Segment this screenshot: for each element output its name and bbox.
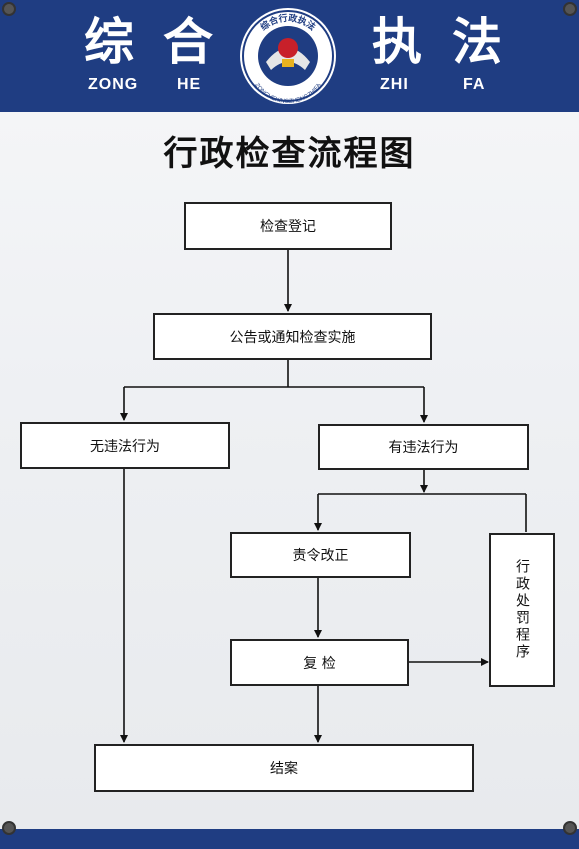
emblem-icon: 综合行政执法 ZONGHEXINGZHENGZHIFA xyxy=(240,8,336,105)
footer-band xyxy=(0,829,579,849)
node-close: 结案 xyxy=(94,744,474,792)
header-char-zong: 综 xyxy=(84,13,134,71)
header-pinyin-he: HE xyxy=(177,76,202,93)
node-close-label: 结案 xyxy=(270,761,298,777)
node-recheck-label: 复 检 xyxy=(303,655,336,672)
node-no-violation: 无违法行为 xyxy=(20,422,230,469)
screw-bottom-left xyxy=(2,821,16,835)
node-penalty: 行政处罚程序 xyxy=(489,533,555,687)
node-penalty-label: 行政处罚程序 xyxy=(514,559,530,661)
header-char-zhi: 执 xyxy=(372,13,422,71)
header-char-fa: 法 xyxy=(452,13,502,71)
header-pinyin-fa: FA xyxy=(463,76,486,93)
node-violation: 有违法行为 xyxy=(318,424,529,470)
node-recheck: 复 检 xyxy=(230,639,409,686)
node-rectify: 责令改正 xyxy=(230,532,411,578)
node-register-label: 检查登记 xyxy=(260,219,316,235)
header-pinyin-zong: ZONG xyxy=(88,76,139,93)
header-char-he: 合 xyxy=(163,13,213,71)
screw-top-left xyxy=(2,2,16,16)
screw-bottom-right xyxy=(563,821,577,835)
header-pinyin-zhi: ZHI xyxy=(380,76,409,93)
screw-top-right xyxy=(563,2,577,16)
node-announce-label: 公告或通知检查实施 xyxy=(229,329,356,346)
page-title: 行政检查流程图 xyxy=(163,134,416,174)
node-no-violation-label: 无违法行为 xyxy=(90,438,160,455)
node-announce: 公告或通知检查实施 xyxy=(153,313,432,360)
node-violation-label: 有违法行为 xyxy=(388,440,459,456)
node-rectify-label: 责令改正 xyxy=(292,548,349,564)
node-register: 检查登记 xyxy=(184,202,392,250)
